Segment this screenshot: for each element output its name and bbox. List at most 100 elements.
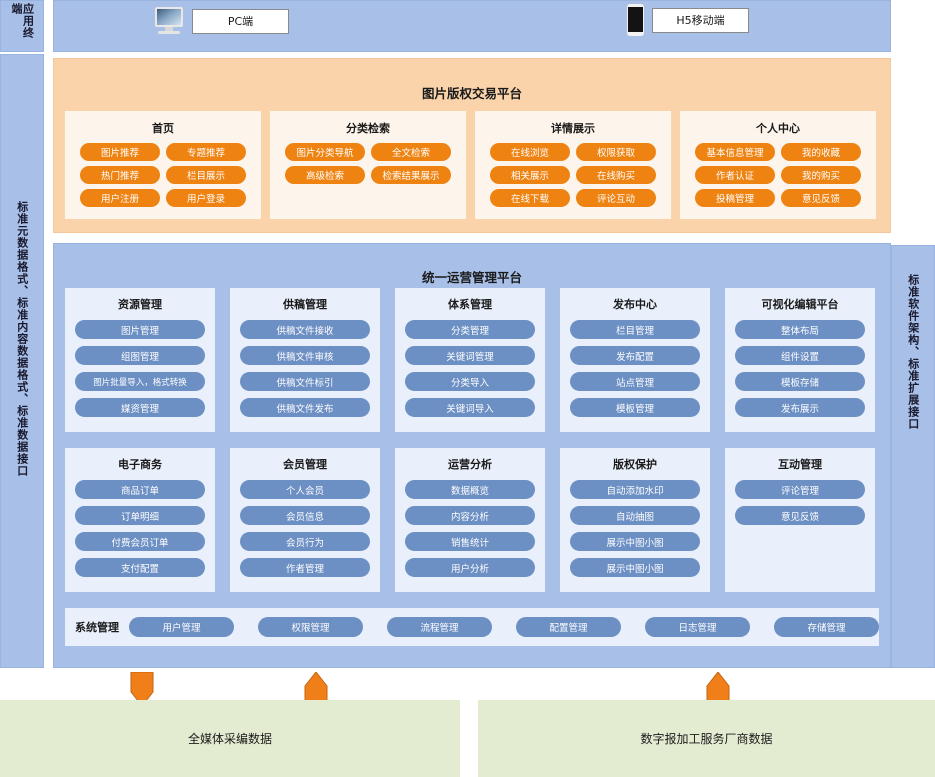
pill-comment-interaction[interactable]: 评论互动 [576, 189, 656, 207]
pill-related-display[interactable]: 相关展示 [490, 166, 570, 184]
card-contribution-management: 供稿管理 供稿文件接收 供稿文件审核 供稿文件标引 供稿文件发布 [230, 288, 380, 432]
pill-column-display[interactable]: 栏目展示 [166, 166, 246, 184]
trading-card-category-search-title: 分类检索 [346, 122, 390, 135]
pill-column-management[interactable]: 栏目管理 [570, 320, 700, 339]
pill-contribution-file-review[interactable]: 供稿文件审核 [240, 346, 370, 365]
pill-keyword-management[interactable]: 关键词管理 [405, 346, 535, 365]
card-member-management: 会员管理 个人会员 会员信息 会员行为 作者管理 [230, 448, 380, 592]
pill-publish-config[interactable]: 发布配置 [570, 346, 700, 365]
pill-group-image-management[interactable]: 组图管理 [75, 346, 205, 365]
pill-sales-statistics[interactable]: 销售统计 [405, 532, 535, 551]
pill-order-detail[interactable]: 订单明细 [75, 506, 205, 525]
rail-standard-data-label: 标准元数据格式、标准内容数据格式、标准数据接口 [15, 201, 29, 477]
card-contribution-management-title: 供稿管理 [283, 298, 327, 311]
pill-auto-extract-image[interactable]: 自动抽图 [570, 506, 700, 525]
pill-paid-member-order[interactable]: 付费会员订单 [75, 532, 205, 551]
pill-display-medium-small-image-2[interactable]: 展示中图小图 [570, 558, 700, 577]
card-system-taxonomy-management: 体系管理 分类管理 关键词管理 分类导入 关键词导入 [395, 288, 545, 432]
pill-product-order[interactable]: 商品订单 [75, 480, 205, 499]
pill-online-download[interactable]: 在线下载 [490, 189, 570, 207]
data-source-digital-newspaper-vendor: 数字报加工服务厂商数据 [478, 700, 935, 777]
pill-user-analysis[interactable]: 用户分析 [405, 558, 535, 577]
card-system-taxonomy-management-title: 体系管理 [448, 298, 492, 311]
trading-card-detail-display-title: 详情展示 [551, 122, 595, 135]
desktop-monitor-icon [154, 6, 184, 36]
pill-image-management[interactable]: 图片管理 [75, 320, 205, 339]
pill-online-purchase[interactable]: 在线购买 [576, 166, 656, 184]
pill-advanced-search[interactable]: 高级检索 [285, 166, 365, 184]
pill-template-management[interactable]: 模板管理 [570, 398, 700, 417]
terminal-h5[interactable]: H5移动端 [627, 4, 749, 36]
pill-config-management[interactable]: 配置管理 [516, 617, 621, 637]
system-management-label: 系统管理 [75, 621, 119, 634]
pill-contribution-file-index[interactable]: 供稿文件标引 [240, 372, 370, 391]
card-copyright-protection-title: 版权保护 [613, 458, 657, 471]
pill-member-behavior[interactable]: 会员行为 [240, 532, 370, 551]
pill-member-info[interactable]: 会员信息 [240, 506, 370, 525]
card-operations-analysis: 运营分析 数据概览 内容分析 销售统计 用户分析 [395, 448, 545, 592]
data-source-media-editing: 全媒体采编数据 [0, 700, 460, 777]
pill-comment-management[interactable]: 评论管理 [735, 480, 865, 499]
pill-site-management[interactable]: 站点管理 [570, 372, 700, 391]
pill-category-management[interactable]: 分类管理 [405, 320, 535, 339]
terminal-pc[interactable]: PC端 [154, 6, 289, 36]
card-visual-editing-platform-title: 可视化编辑平台 [761, 298, 839, 311]
pill-auto-watermark[interactable]: 自动添加水印 [570, 480, 700, 499]
data-source-digital-newspaper-vendor-label: 数字报加工服务厂商数据 [640, 732, 773, 746]
rail-application-terminal: 应用终端 [0, 0, 44, 52]
terminal-h5-label: H5移动端 [652, 7, 749, 33]
pill-basic-info-management[interactable]: 基本信息管理 [695, 143, 775, 161]
pill-image-category-nav[interactable]: 图片分类导航 [285, 143, 365, 161]
pill-log-management[interactable]: 日志管理 [645, 617, 750, 637]
pill-author-certification[interactable]: 作者认证 [695, 166, 775, 184]
system-management-strip: 系统管理 用户管理 权限管理 流程管理 配置管理 日志管理 存储管理 [65, 608, 879, 646]
pill-content-analysis[interactable]: 内容分析 [405, 506, 535, 525]
pill-publish-display[interactable]: 发布展示 [735, 398, 865, 417]
pill-feedback[interactable]: 意见反馈 [781, 189, 861, 207]
pill-user-management[interactable]: 用户管理 [129, 617, 234, 637]
pill-data-overview[interactable]: 数据概览 [405, 480, 535, 499]
pill-topic-recommend[interactable]: 专题推荐 [166, 143, 246, 161]
pill-search-results[interactable]: 检索结果展示 [371, 166, 451, 184]
pill-user-register[interactable]: 用户注册 [80, 189, 160, 207]
pill-permission-management[interactable]: 权限管理 [258, 617, 363, 637]
pill-storage-management[interactable]: 存储管理 [774, 617, 879, 637]
pill-hot-recommend[interactable]: 热门推荐 [80, 166, 160, 184]
card-ecommerce-title: 电子商务 [118, 458, 162, 471]
pill-category-import[interactable]: 分类导入 [405, 372, 535, 391]
pill-display-medium-small-image-1[interactable]: 展示中图小图 [570, 532, 700, 551]
pill-overall-layout[interactable]: 整体布局 [735, 320, 865, 339]
card-publishing-center-title: 发布中心 [613, 298, 657, 311]
pill-image-recommend[interactable]: 图片推荐 [80, 143, 160, 161]
pill-contribution-file-publish[interactable]: 供稿文件发布 [240, 398, 370, 417]
rail-application-terminal-label: 应用终端 [10, 3, 35, 39]
pill-permission-acquire[interactable]: 权限获取 [576, 143, 656, 161]
card-resource-management: 资源管理 图片管理 组图管理 图片批量导入，格式转换 媒资管理 [65, 288, 215, 432]
trading-card-detail-display: 详情展示 在线浏览 权限获取 相关展示 在线购买 在线下载 评论互动 [475, 111, 671, 219]
pill-media-asset-management[interactable]: 媒资管理 [75, 398, 205, 417]
unified-operations-management-platform: 统一运营管理平台 资源管理 图片管理 组图管理 图片批量导入，格式转换 媒资管理… [53, 243, 891, 668]
trading-platform-title: 图片版权交易平台 [421, 86, 522, 101]
unified-platform-title: 统一运营管理平台 [421, 270, 522, 285]
pill-online-browse[interactable]: 在线浏览 [490, 143, 570, 161]
pill-process-management[interactable]: 流程管理 [387, 617, 492, 637]
card-publishing-center: 发布中心 栏目管理 发布配置 站点管理 模板管理 [560, 288, 710, 432]
pill-my-purchases[interactable]: 我的购买 [781, 166, 861, 184]
pill-author-management[interactable]: 作者管理 [240, 558, 370, 577]
pill-user-login[interactable]: 用户登录 [166, 189, 246, 207]
pill-batch-import-format-convert[interactable]: 图片批量导入，格式转换 [75, 372, 205, 391]
trading-card-home: 首页 图片推荐 专题推荐 热门推荐 栏目展示 用户注册 用户登录 [65, 111, 261, 219]
pill-template-storage[interactable]: 模板存储 [735, 372, 865, 391]
pill-component-settings[interactable]: 组件设置 [735, 346, 865, 365]
pill-fulltext-search[interactable]: 全文检索 [371, 143, 451, 161]
pill-opinion-feedback[interactable]: 意见反馈 [735, 506, 865, 525]
pill-individual-member[interactable]: 个人会员 [240, 480, 370, 499]
pill-my-favorites[interactable]: 我的收藏 [781, 143, 861, 161]
pill-submission-management[interactable]: 投稿管理 [695, 189, 775, 207]
pill-payment-config[interactable]: 支付配置 [75, 558, 205, 577]
pill-contribution-file-receive[interactable]: 供稿文件接收 [240, 320, 370, 339]
trading-card-personal-center-title: 个人中心 [756, 122, 800, 135]
image-copyright-trading-platform: 图片版权交易平台 首页 图片推荐 专题推荐 热门推荐 栏目展示 用户注册 用户登… [53, 58, 891, 233]
terminal-pc-label: PC端 [192, 8, 289, 34]
pill-keyword-import[interactable]: 关键词导入 [405, 398, 535, 417]
